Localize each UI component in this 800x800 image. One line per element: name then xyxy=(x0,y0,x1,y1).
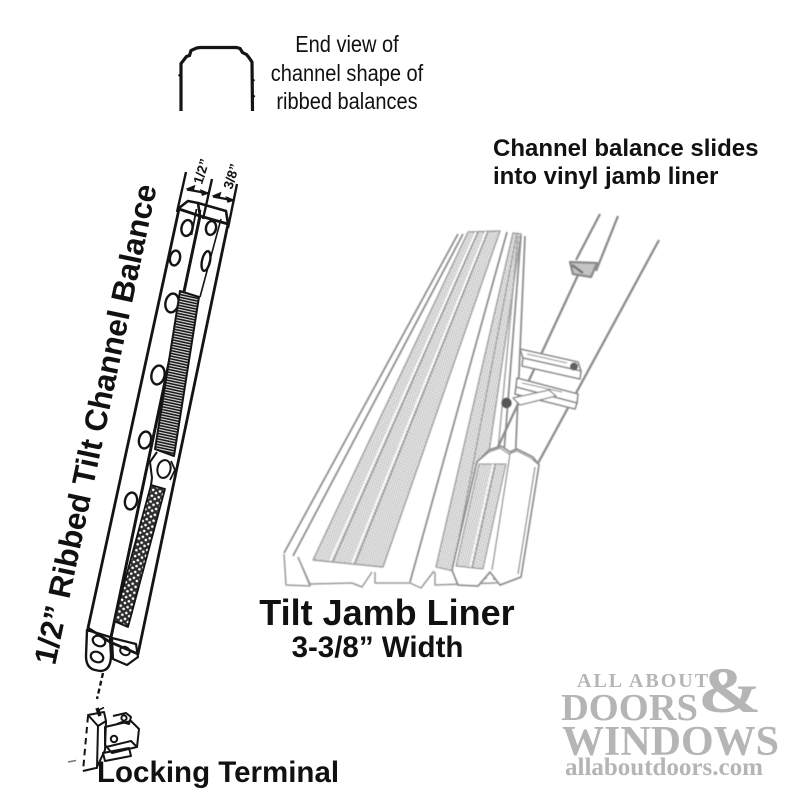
svg-text:1/2”: 1/2” xyxy=(191,157,213,186)
svg-text:3/8”: 3/8” xyxy=(221,162,243,191)
